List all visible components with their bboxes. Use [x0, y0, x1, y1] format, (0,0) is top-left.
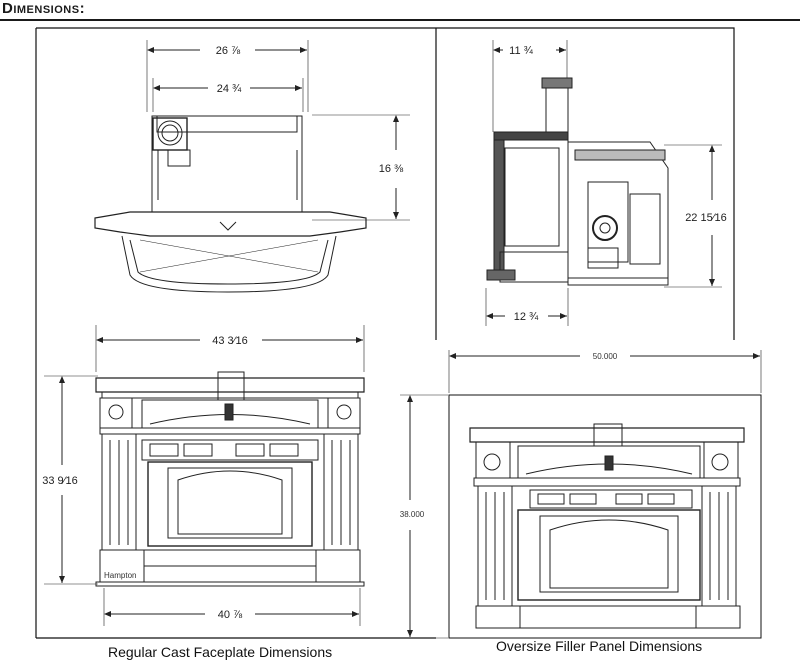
side-view: [485, 40, 722, 326]
front-view-oversize: [400, 350, 762, 639]
dim-top-overall-width: 26 ⅞: [216, 45, 241, 57]
caption-oversize: Oversize Filler Panel Dimensions: [496, 638, 703, 654]
section-title: Dimensions:: [2, 0, 86, 17]
dim-front-bottom-width: 40 ⅞: [218, 609, 243, 621]
dim-top-depth: 16 ⅜: [379, 163, 404, 175]
dim-top-inner-width: 24 ¾: [217, 83, 242, 95]
dim-side-bottom-width: 12 ¾: [514, 311, 539, 323]
oversize-frame: [448, 394, 762, 639]
top-view: [94, 40, 410, 293]
top-frame: [36, 27, 735, 340]
dim-side-height: 22 15⁄16: [685, 212, 727, 224]
dim-oversize-width: 50.000: [593, 352, 618, 361]
panel-frames: [35, 27, 762, 639]
dim-oversize-height: 38.000: [400, 510, 425, 519]
dim-front-height: 33 9⁄16: [42, 475, 77, 487]
front-view-regular: [44, 325, 365, 626]
badge-text: Hampton: [104, 571, 136, 580]
caption-regular: Regular Cast Faceplate Dimensions: [108, 644, 333, 660]
dim-side-top-width: 11 ¾: [509, 45, 533, 57]
title-underline: [0, 19, 800, 21]
dim-front-top-width: 43 3⁄16: [212, 335, 247, 347]
